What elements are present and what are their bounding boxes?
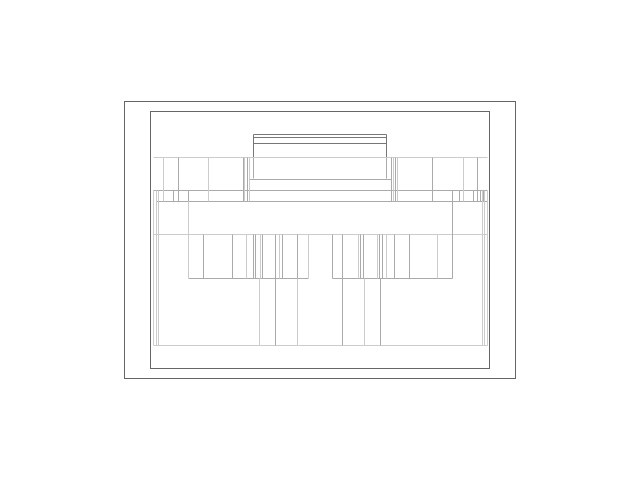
inner-frame (150, 111, 490, 369)
outer-frame (124, 101, 516, 379)
drawing-lines (153, 134, 488, 346)
